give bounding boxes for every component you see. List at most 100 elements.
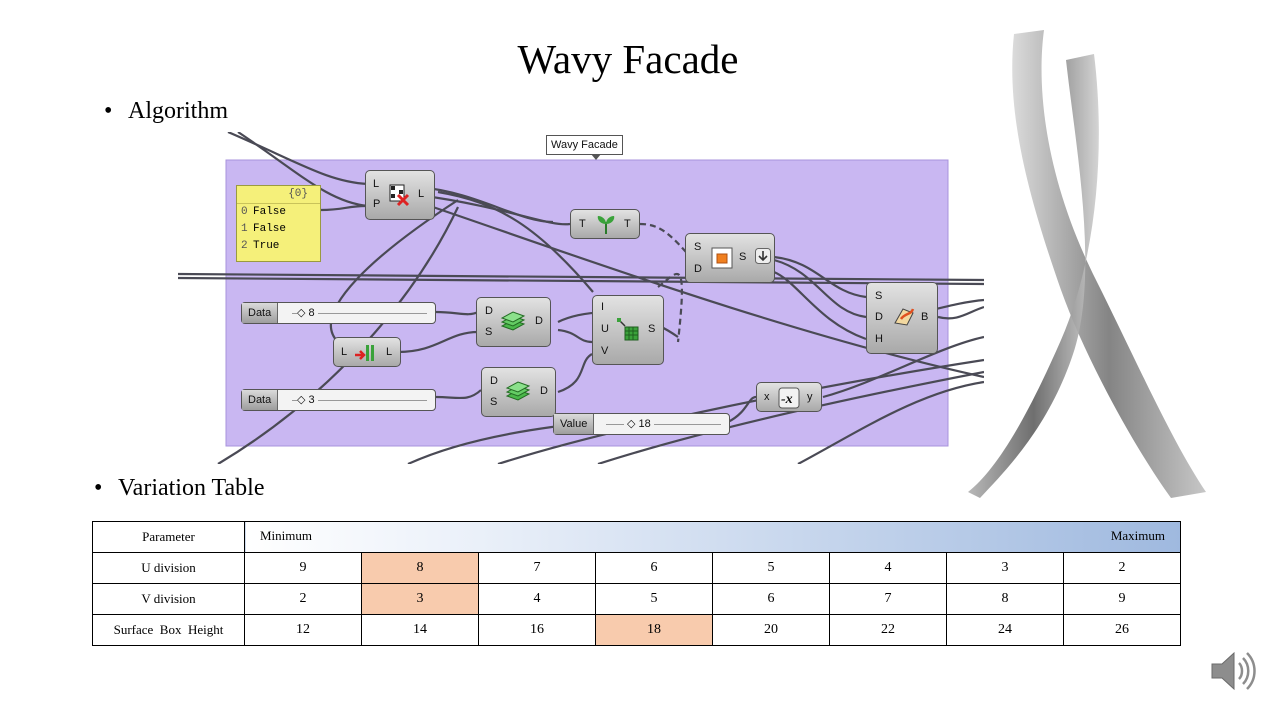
output-port[interactable]: S [648,323,656,335]
table-cell: 26 [1063,614,1181,646]
input-port[interactable]: S [490,396,498,408]
output-port[interactable]: D [535,315,543,327]
wires [178,132,984,464]
table-row: U division 9 8 7 6 5 4 3 2 [92,552,1181,584]
svg-text:-x: -x [781,392,793,407]
output-port[interactable]: D [540,385,548,397]
table-cell: 20 [712,614,830,646]
row-name: U division [92,552,245,584]
panel-header: {0} [237,186,320,204]
speaker-icon[interactable] [1208,646,1258,696]
header-range: Minimum Maximum [244,521,1181,553]
input-port[interactable]: D [485,305,493,317]
slider-label: Data [242,390,279,410]
panel-row-value: False [253,206,287,218]
input-port[interactable]: D [694,263,702,275]
box-morph-icon [894,308,915,326]
divide-domain-component[interactable]: D S D [476,297,551,347]
slider-track[interactable] [606,424,721,425]
input-port[interactable]: D [875,311,883,323]
divide-domain-icon [500,311,526,331]
surface-component[interactable]: S D S [685,233,775,283]
input-port[interactable]: T [579,218,586,230]
group-label: Wavy Facade [546,135,623,160]
table-cell: 12 [244,614,362,646]
table-cell: 5 [595,583,713,615]
slider-value: ◇ 8 [297,303,318,323]
table-cell: 14 [361,614,479,646]
isotrim-component[interactable]: I U V S [592,295,664,365]
table-cell: 16 [478,614,596,646]
row-name: V division [92,583,245,615]
graft-tree-component[interactable]: T T [570,209,640,239]
input-port[interactable]: L [341,346,348,358]
cull-pattern-component[interactable]: L P L [365,170,435,220]
slide-title: Wavy Facade [517,36,739,82]
negative-icon: -x [778,387,800,409]
list-item-icon [355,345,374,361]
table-row: V division 2 3 4 5 6 7 8 9 [92,583,1181,615]
table-cell: 2 [1063,552,1181,584]
bullet-variation-table-label: Variation Table [118,475,265,501]
slider-value: ◇ 3 [297,390,318,410]
table-cell-highlighted: 3 [361,583,479,615]
divide-domain-icon [505,381,531,401]
table-cell-highlighted: 8 [361,552,479,584]
table-cell: 3 [946,552,1064,584]
output-port[interactable]: S [739,251,747,263]
output-port[interactable]: y [807,391,813,403]
table-cell: 24 [946,614,1064,646]
panel-row-index: 2 [241,240,248,252]
surface-icon [711,247,733,269]
box-morph-component[interactable]: S D H B [866,282,938,354]
table-cell: 4 [829,552,947,584]
divide-domain-component[interactable]: D S D [481,367,556,417]
number-slider[interactable]: Value ◇ 18 [553,413,730,435]
output-port[interactable]: L [386,346,393,358]
output-port[interactable]: L [418,188,425,200]
input-port[interactable]: S [694,241,702,253]
panel-row: 2 True [237,238,320,255]
input-port[interactable]: P [373,198,381,210]
negative-component[interactable]: x -x y [756,382,822,412]
table-header-row: Parameter Minimum Maximum [92,521,1181,553]
input-port[interactable]: I [601,301,605,313]
output-port[interactable]: T [624,218,631,230]
output-port[interactable]: B [921,311,929,323]
input-port[interactable]: S [485,326,493,338]
number-slider[interactable]: Data ◇ 8 [241,302,436,324]
slider-track[interactable] [292,400,427,401]
table-cell: 2 [244,583,362,615]
bullet-algorithm-label: Algorithm [128,98,228,124]
table-cell: 5 [712,552,830,584]
input-port[interactable]: x [764,391,770,403]
input-port[interactable]: D [490,375,498,387]
table-cell: 6 [595,552,713,584]
table-row: Surface Box Height 12 14 16 18 20 22 24 … [92,614,1181,646]
table-cell: 7 [478,552,596,584]
table-cell: 9 [244,552,362,584]
twisted-facade-image [968,30,1206,498]
input-port[interactable]: S [875,290,883,302]
input-port[interactable]: V [601,345,609,357]
arrow-down-icon[interactable] [755,248,771,264]
panel-row-index: 0 [241,206,248,218]
table-cell: 6 [712,583,830,615]
panel-row-value: True [253,240,280,252]
header-maximum: Maximum [1110,528,1165,543]
slider-track[interactable] [292,313,427,314]
input-port[interactable]: H [875,333,883,345]
input-port[interactable]: U [601,323,609,335]
number-slider[interactable]: Data ◇ 3 [241,389,436,411]
variation-table: Parameter Minimum Maximum U division 9 8… [92,521,1181,646]
list-item-component[interactable]: L L [333,337,401,367]
input-port[interactable]: L [373,178,380,190]
panel-row: 0 False [237,204,320,221]
panel-row-index: 1 [241,223,248,235]
header-parameter: Parameter [92,521,245,553]
table-cell: 22 [829,614,947,646]
table-cell: 4 [478,583,596,615]
